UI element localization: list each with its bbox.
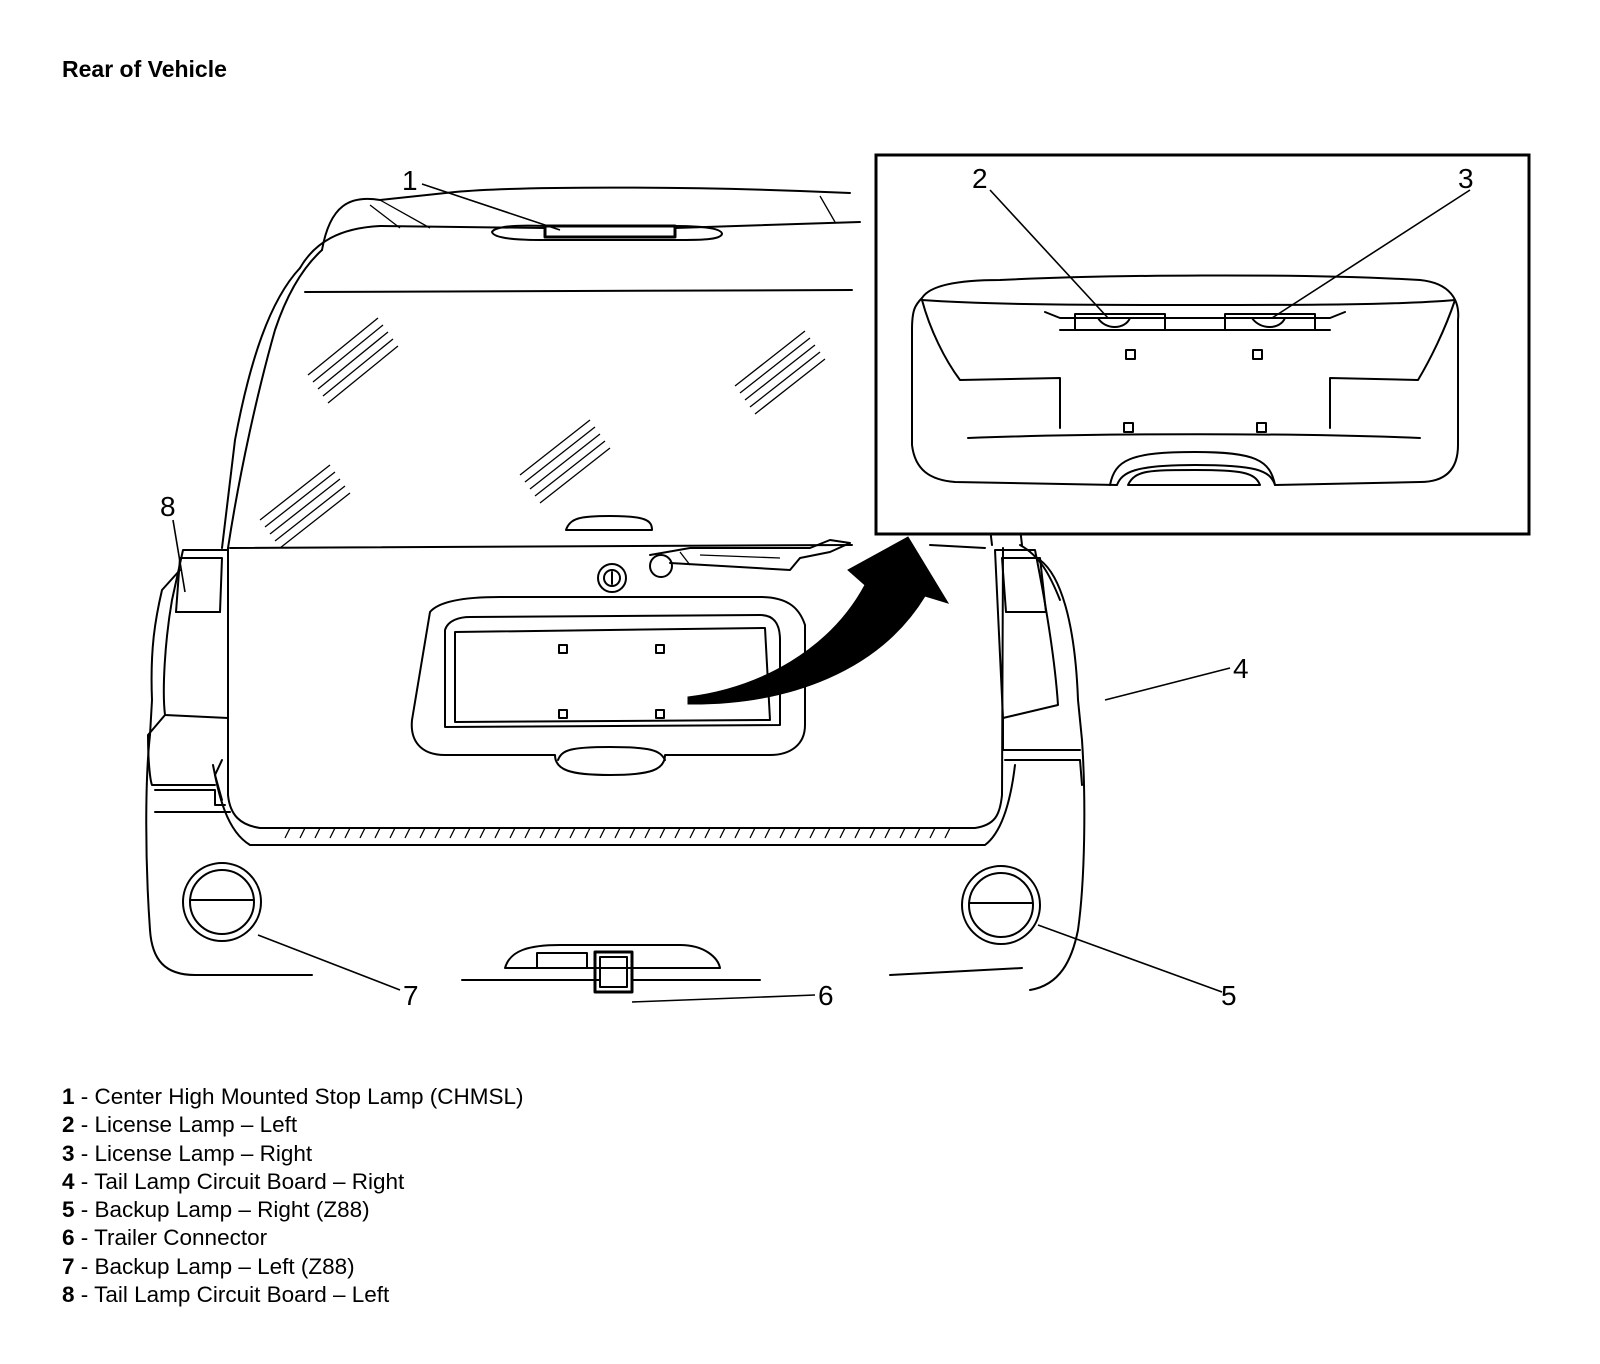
legend-separator: - [74,1253,95,1279]
trailer-connector [593,950,634,994]
legend-number: 4 [62,1168,75,1194]
plate-fastener [558,644,568,654]
legend-separator: - [74,1140,95,1166]
callout-3: 3 [1458,163,1474,194]
callout-7: 7 [403,980,419,1011]
leader-line-2 [989,189,1109,319]
legend-number: 5 [62,1197,75,1223]
leader-line-8 [172,519,186,593]
plate-fastener [655,644,665,654]
legend-item: 2 - License Lamp – Left [62,1111,523,1139]
legend-item: 3 - License Lamp – Right [62,1140,523,1168]
legend-number: 7 [62,1253,75,1279]
inset-fastener [1256,422,1267,433]
tail-lamp-left [147,549,229,786]
legend-separator: - [74,1168,95,1194]
callout-8: 8 [160,491,176,522]
legend-item: 8 - Tail Lamp Circuit Board – Left [62,1281,523,1309]
legend-separator: - [74,1084,95,1109]
liftgate-glass-handle [565,515,653,531]
legend-number: 8 [62,1282,75,1308]
legend-number: 1 [62,1084,75,1109]
license-lamp-right [1224,313,1316,331]
diagram-title: Rear of Vehicle [62,56,227,82]
legend-item: 4 - Tail Lamp Circuit Board – Right [62,1168,523,1196]
license-plate-pocket [410,596,806,776]
leader-line-4 [1104,667,1231,701]
license-lamp-detail-inset [874,153,1531,536]
leader-line-5 [1037,924,1223,993]
legend-item: 6 - Trailer Connector [62,1224,523,1252]
legend-separator: - [74,1225,95,1251]
inset-fastener [1125,349,1136,360]
plate-fastener [655,709,665,719]
legend-separator: - [74,1112,95,1138]
backup-lamp-right [961,865,1041,945]
legend-number: 6 [62,1225,75,1251]
glass-reflection-hatching [259,317,826,549]
tail-lamp-right [994,549,1083,786]
legend-text: Backup Lamp – Right (Z88) [94,1197,370,1223]
legend-text: Tail Lamp Circuit Board – Left [94,1282,390,1308]
rear-wiper [649,539,851,578]
legend-number: 2 [62,1112,75,1138]
rear-bumper [154,759,1016,846]
callout-6: 6 [818,980,834,1011]
liftgate-outer [227,547,1004,829]
legend-text: Tail Lamp Circuit Board – Right [94,1168,405,1194]
backup-lamp-left [182,862,262,942]
leader-line-6 [631,994,816,1003]
lock-cylinder [597,563,627,593]
chmsl-lamp [491,224,723,241]
legend-item: 7 - Backup Lamp – Left (Z88) [62,1253,523,1281]
roof-spoiler [299,186,861,269]
license-lamp-left [1074,313,1166,331]
legend-separator: - [74,1282,95,1308]
legend-item: 5 - Backup Lamp – Right (Z88) [62,1196,523,1224]
leader-line-3 [1271,189,1471,319]
trailer-hitch-area [461,944,1023,981]
legend-text: Backup Lamp – Left (Z88) [94,1253,355,1279]
callout-1: 1 [402,165,418,196]
component-legend: 1 - Center High Mounted Stop Lamp (CHMSL… [62,1083,523,1309]
legend-text: Trailer Connector [94,1225,268,1251]
legend-text: Center High Mounted Stop Lamp (CHMSL) [94,1084,524,1109]
callout-2: 2 [972,163,988,194]
legend-separator: - [74,1197,95,1223]
plate-fastener [558,709,568,719]
leader-line-1 [421,183,561,231]
leader-line-7 [257,934,401,991]
legend-number: 3 [62,1140,75,1166]
inset-fastener [1123,422,1134,433]
legend-text: License Lamp – Right [94,1140,313,1166]
legend-item: 1 - Center High Mounted Stop Lamp (CHMSL… [62,1083,523,1111]
legend-text: License Lamp – Left [94,1112,298,1138]
callout-4: 4 [1233,653,1249,684]
vehicle-rear-illustration: 1 2 3 4 5 6 7 8 [145,153,1531,1011]
inset-fastener [1252,349,1263,360]
body-outline [145,249,1086,991]
detail-view-arrow [687,536,950,705]
callout-5: 5 [1221,980,1237,1011]
